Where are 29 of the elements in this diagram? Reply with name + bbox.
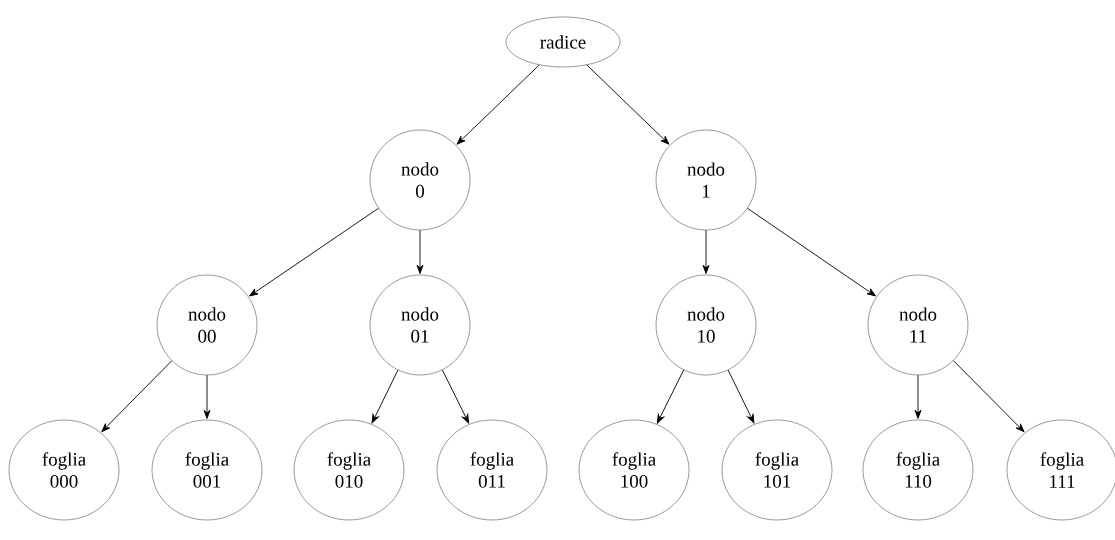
arrow — [371, 369, 399, 424]
arrow — [727, 369, 755, 424]
tree-node: foglia 110 — [862, 419, 974, 521]
arrow — [203, 374, 211, 419]
tree-node: foglia 100 — [578, 419, 690, 521]
arrow — [952, 360, 1025, 433]
tree-node: foglia 101 — [721, 419, 833, 521]
arrow — [656, 369, 685, 424]
arrow — [586, 64, 670, 145]
tree-node: foglia 111 — [1006, 419, 1115, 521]
tree-node: nodo 10 — [655, 274, 757, 376]
arrow — [456, 64, 540, 145]
tree-node: foglia 001 — [151, 419, 263, 521]
tree-node: foglia 010 — [293, 419, 405, 521]
tree-node: foglia 011 — [436, 419, 548, 521]
arrow — [249, 207, 379, 297]
arrow — [914, 374, 922, 419]
tree-node: nodo 11 — [867, 274, 969, 376]
tree-node: nodo 0 — [369, 129, 471, 231]
tree-node: nodo 00 — [156, 274, 258, 376]
arrow — [416, 229, 424, 274]
arrow — [101, 360, 173, 433]
tree-node: nodo 1 — [655, 129, 757, 231]
tree-node: foglia 000 — [8, 419, 120, 521]
tree-node: radice — [505, 16, 621, 68]
tree-node: nodo 01 — [369, 274, 471, 376]
arrow — [702, 229, 710, 274]
arrow — [747, 207, 876, 297]
arrow — [441, 369, 470, 424]
